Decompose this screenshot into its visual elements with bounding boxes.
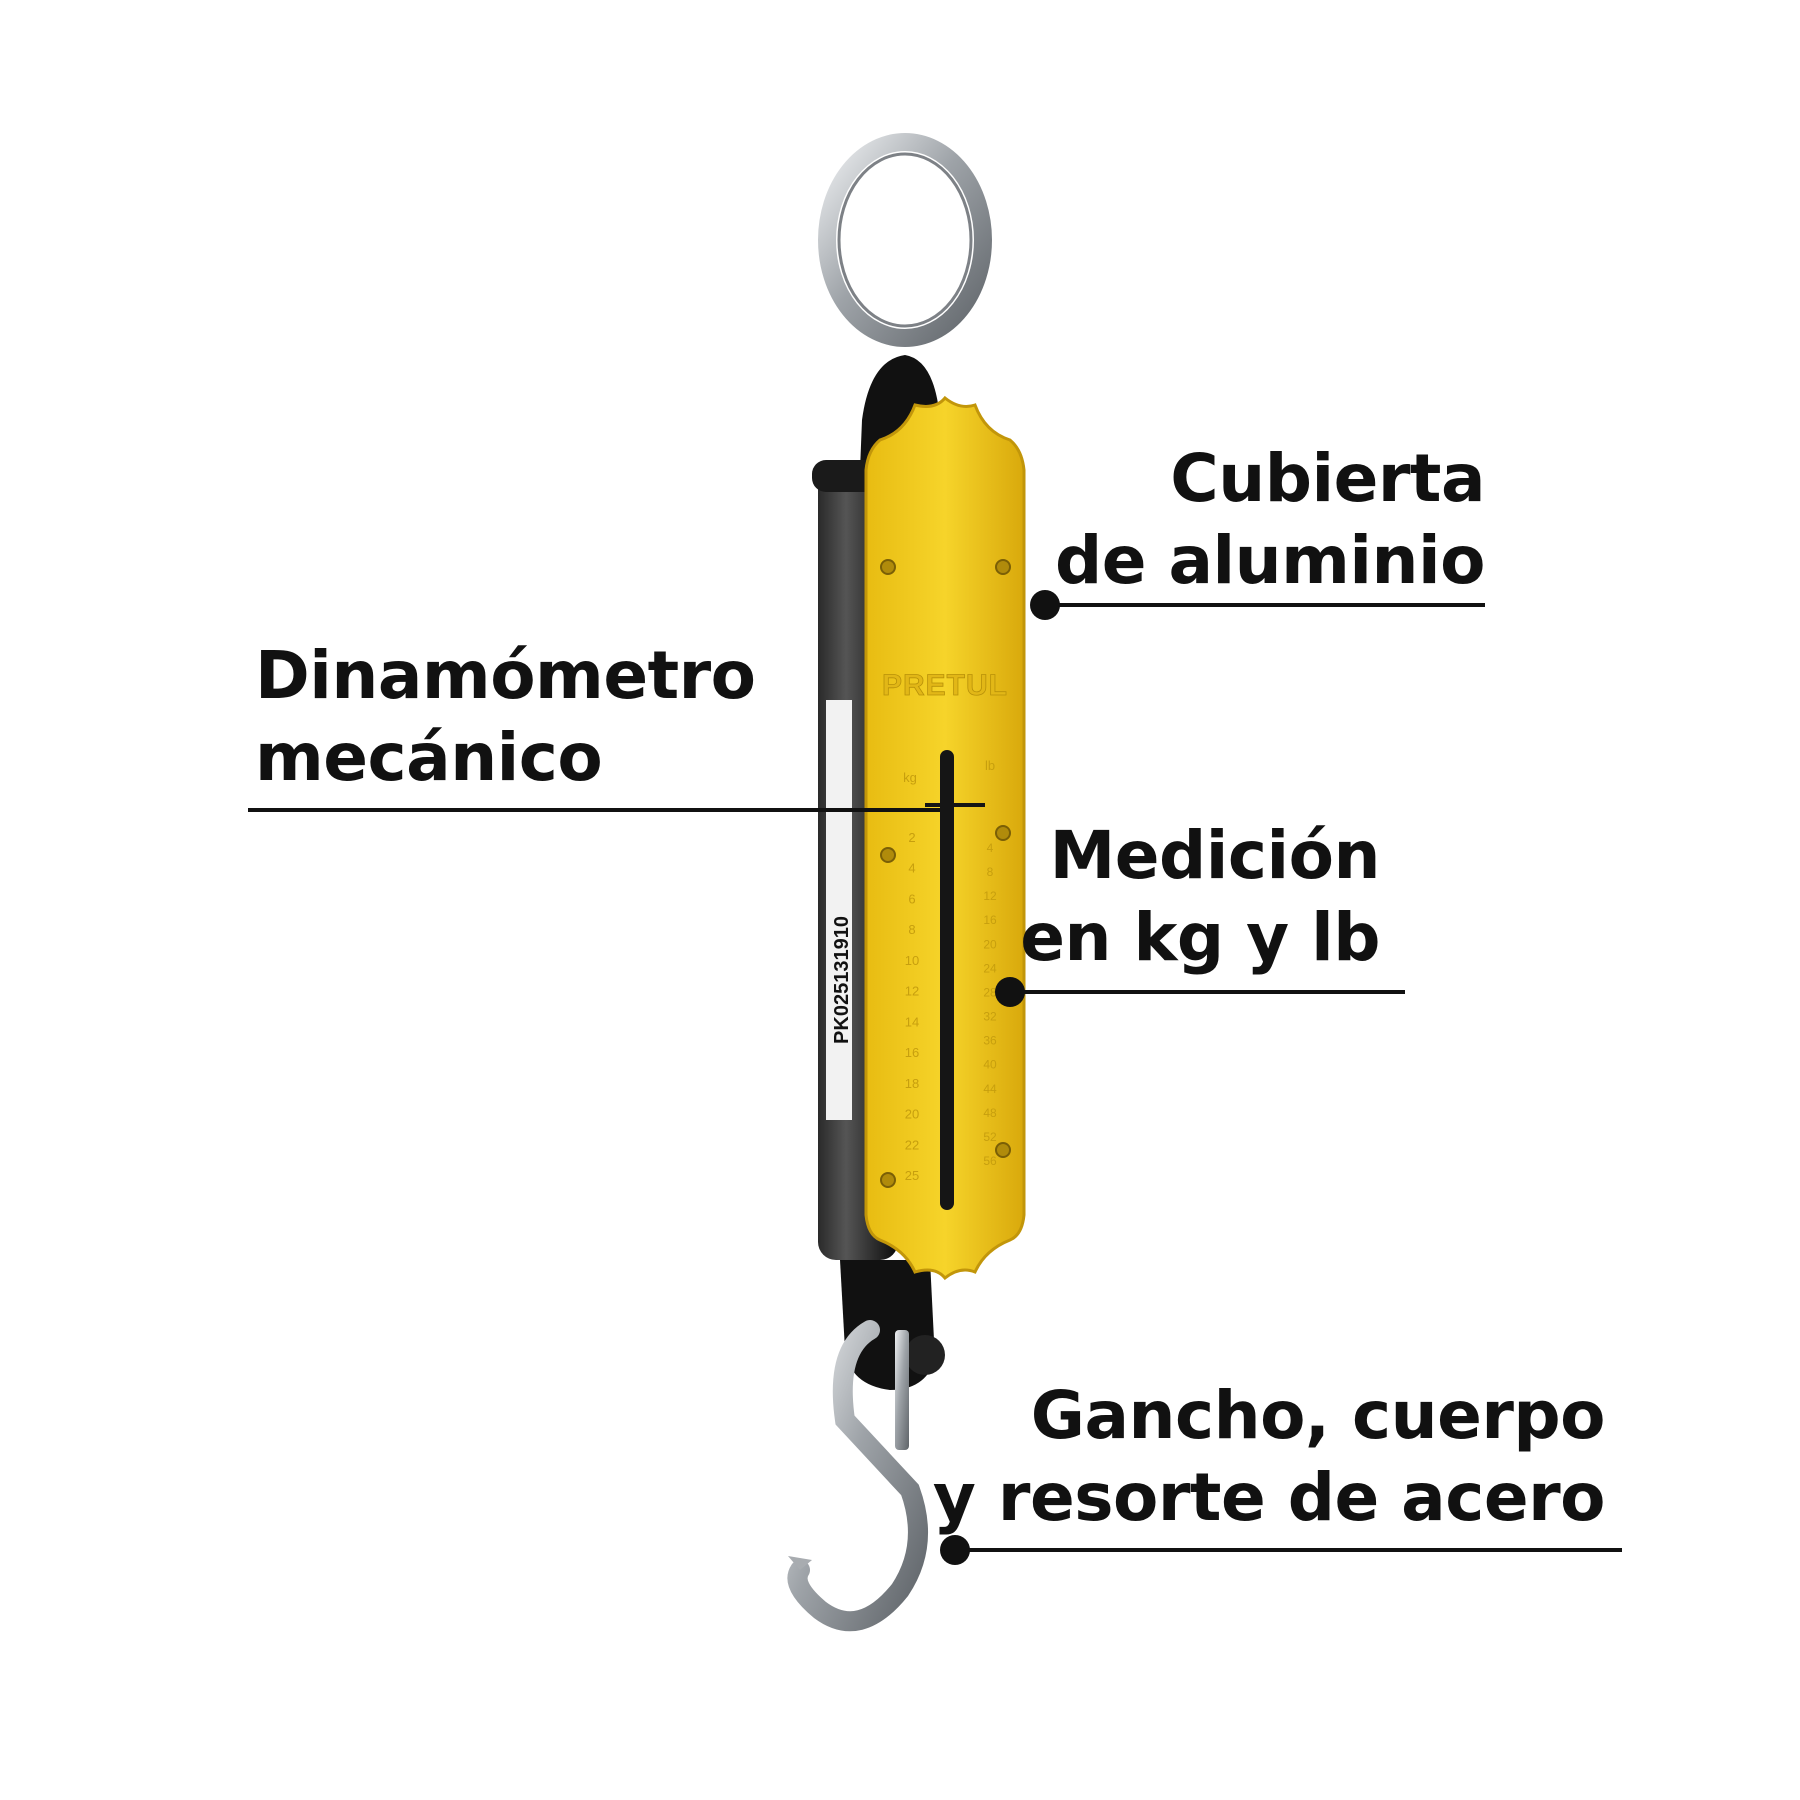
callout-steel-parts-line1: Gancho, cuerpo (1030, 1377, 1606, 1454)
steel-ring (818, 133, 992, 347)
bottom-rivet (905, 1335, 945, 1375)
kg-scale-tick-label: 18 (905, 1076, 919, 1091)
callout-measurement-units-line2: en kg y lb (1020, 899, 1380, 976)
leader-measurement-units (1010, 990, 1405, 994)
lb-scale-tick-label: 40 (983, 1058, 997, 1072)
kg-scale-tick-label: 22 (905, 1137, 919, 1152)
kg-scale-tick-label: 20 (905, 1107, 919, 1122)
kg-scale-tick-label: 12 (905, 984, 919, 999)
steel-hook (787, 1320, 928, 1632)
callout-measurement-units: Medición en kg y lb (1020, 815, 1380, 979)
lb-scale-tick-label: 8 (987, 865, 994, 879)
lb-scale-tick-label: 12 (983, 889, 997, 903)
callout-aluminum-cover-line2: de aluminio (1055, 522, 1485, 599)
leader-dot-measurement-units (995, 977, 1025, 1007)
leader-steel-parts (960, 1548, 1622, 1552)
kg-scale-tick-label: 16 (905, 1045, 919, 1060)
leader-dot-aluminum-cover (1030, 590, 1060, 620)
lb-scale-tick-label: 16 (983, 913, 997, 927)
callout-steel-parts-line2: y resorte de acero (932, 1459, 1606, 1536)
plate-rivets (880, 559, 1011, 1188)
lb-scale-tick-label: 32 (983, 1010, 997, 1024)
kg-scale-tick-label: 10 (905, 953, 919, 968)
leader-dynamometer (248, 808, 940, 812)
callout-aluminum-cover-line1: Cubierta (1170, 440, 1485, 517)
unit-label-kg: kg (903, 770, 917, 785)
callout-measurement-units-line1: Medición (1049, 817, 1381, 894)
lb-scale-tick-label: 20 (983, 937, 997, 951)
lb-scale-tick-label: 4 (987, 841, 994, 855)
unit-label-lb: lb (985, 758, 995, 773)
kg-scale-tick-label: 4 (908, 861, 915, 876)
leader-aluminum-cover (1045, 603, 1485, 607)
callout-steel-parts: Gancho, cuerpo y resorte de acero (932, 1375, 1606, 1539)
callout-aluminum-cover: Cubierta de aluminio (1055, 438, 1485, 602)
kg-scale-tick-label: 8 (908, 922, 915, 937)
lb-scale-tick-label: 24 (983, 961, 997, 975)
kg-scale-tick-label: 25 (905, 1168, 919, 1183)
lb-scale-tick-label: 52 (983, 1130, 997, 1144)
kg-scale-tick-label: 2 (908, 830, 915, 845)
callout-dynamometer: Dinamómetro mecánico (255, 635, 756, 799)
leader-dot-steel-parts (940, 1535, 970, 1565)
kg-scale-tick-label: 14 (905, 1014, 919, 1029)
lb-scale-tick-label: 28 (983, 985, 997, 999)
serial-number: PK025131910 (831, 916, 853, 1044)
indicator-slot (940, 750, 954, 1210)
lb-scale-tick-label: 56 (983, 1154, 997, 1168)
lb-scale-tick-label: 48 (983, 1106, 997, 1120)
callout-dynamometer-line1: Dinamómetro (255, 637, 756, 714)
lb-scale-tick-label: 36 (983, 1034, 997, 1048)
brand-embossing: PRETUL (882, 669, 1008, 702)
kg-scale-tick-label: 6 (908, 891, 915, 906)
kg-scale: 2 4 6 8 10 12 14 16 18 20 22 25 (905, 830, 919, 1183)
indicator-needle (925, 803, 985, 807)
callout-dynamometer-line2: mecánico (255, 719, 603, 796)
lb-scale-tick-label: 44 (983, 1082, 997, 1096)
